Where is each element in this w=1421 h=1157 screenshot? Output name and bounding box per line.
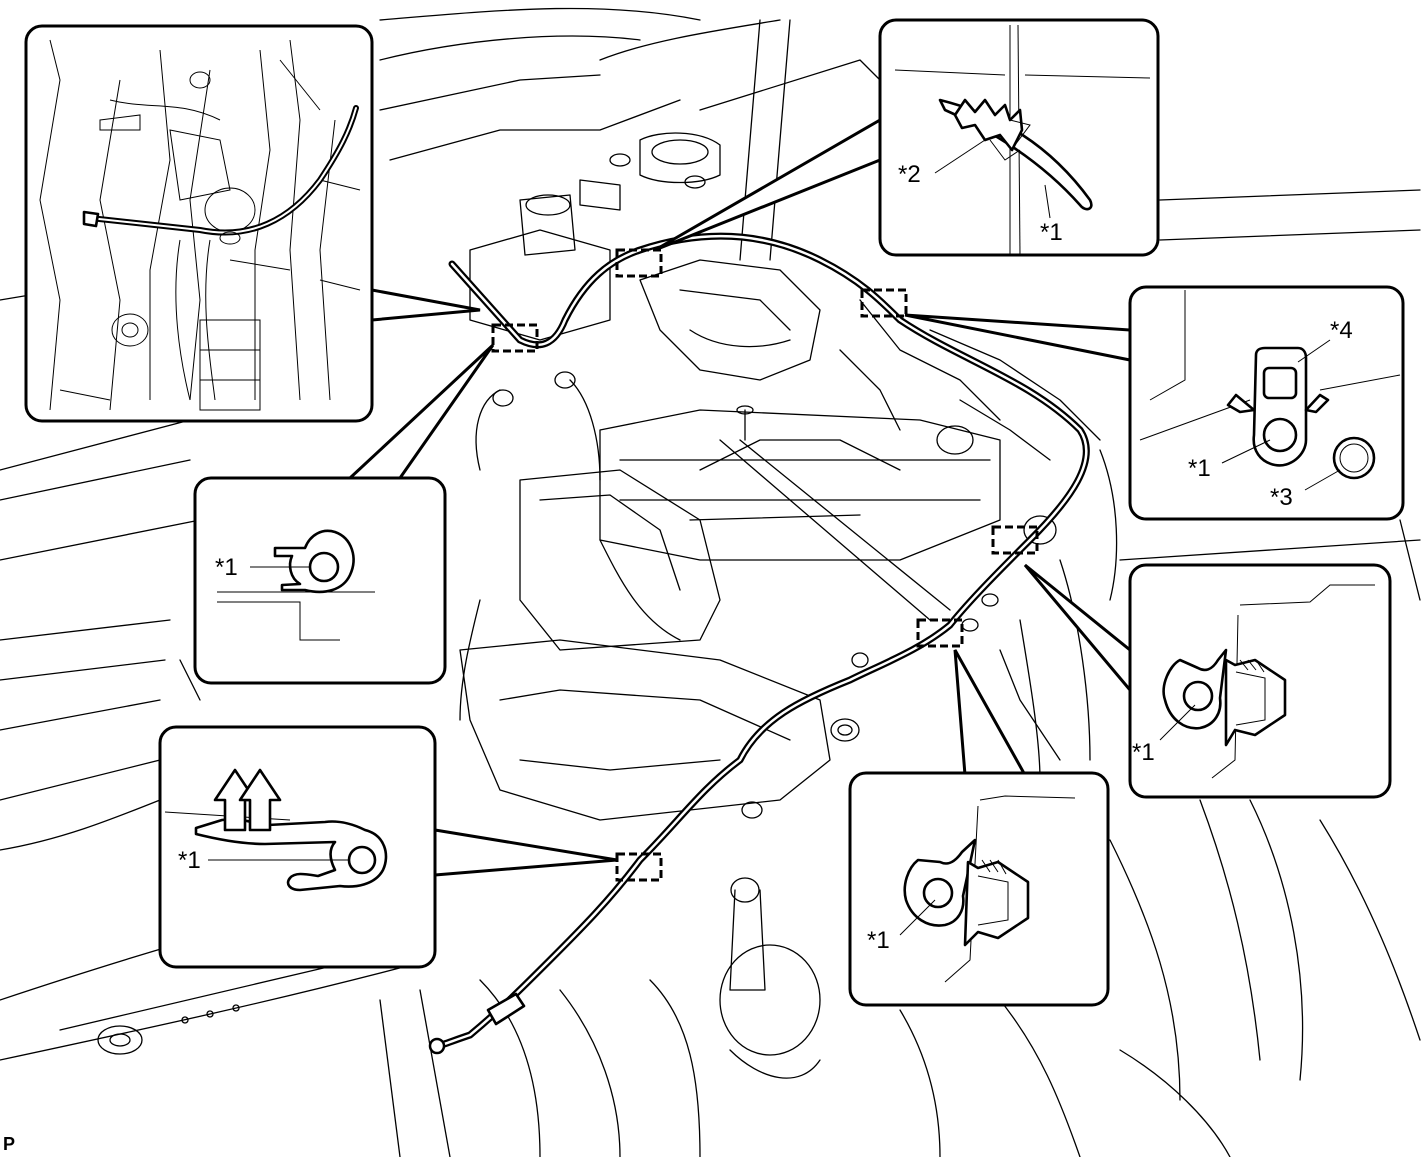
label-1: *1 <box>215 554 238 581</box>
callout-bottom-middle: *1 <box>848 771 1110 1007</box>
callout-left-middle: *1 <box>193 476 447 685</box>
callout-leaders <box>346 117 1132 877</box>
label-3: *3 <box>1270 484 1293 511</box>
clamp-markers <box>491 248 1039 882</box>
callout-top-right: *2 *1 <box>878 18 1160 257</box>
label-4: *4 <box>1330 317 1353 344</box>
clamp-marker-2 <box>615 248 663 278</box>
label-1: *1 <box>1132 739 1155 766</box>
clamp-marker-6 <box>615 852 663 882</box>
label-1: *1 <box>867 927 890 954</box>
clamp-marker-4 <box>991 525 1039 555</box>
label-1: *1 <box>1188 455 1211 482</box>
clamp-marker-5 <box>916 618 964 648</box>
clamp-marker-3 <box>860 288 908 318</box>
figure-code: P <box>3 1134 15 1154</box>
callout-top-left <box>24 24 374 423</box>
clamp-marker-1 <box>491 323 539 353</box>
callout-right-middle: *1 <box>1128 563 1392 799</box>
label-1: *1 <box>178 847 201 874</box>
callout-bottom-left: *1 <box>158 725 437 969</box>
callout-right-top: *4 *1 *3 <box>1128 285 1405 521</box>
label-1: *1 <box>1040 219 1063 246</box>
label-2: *2 <box>898 161 921 188</box>
